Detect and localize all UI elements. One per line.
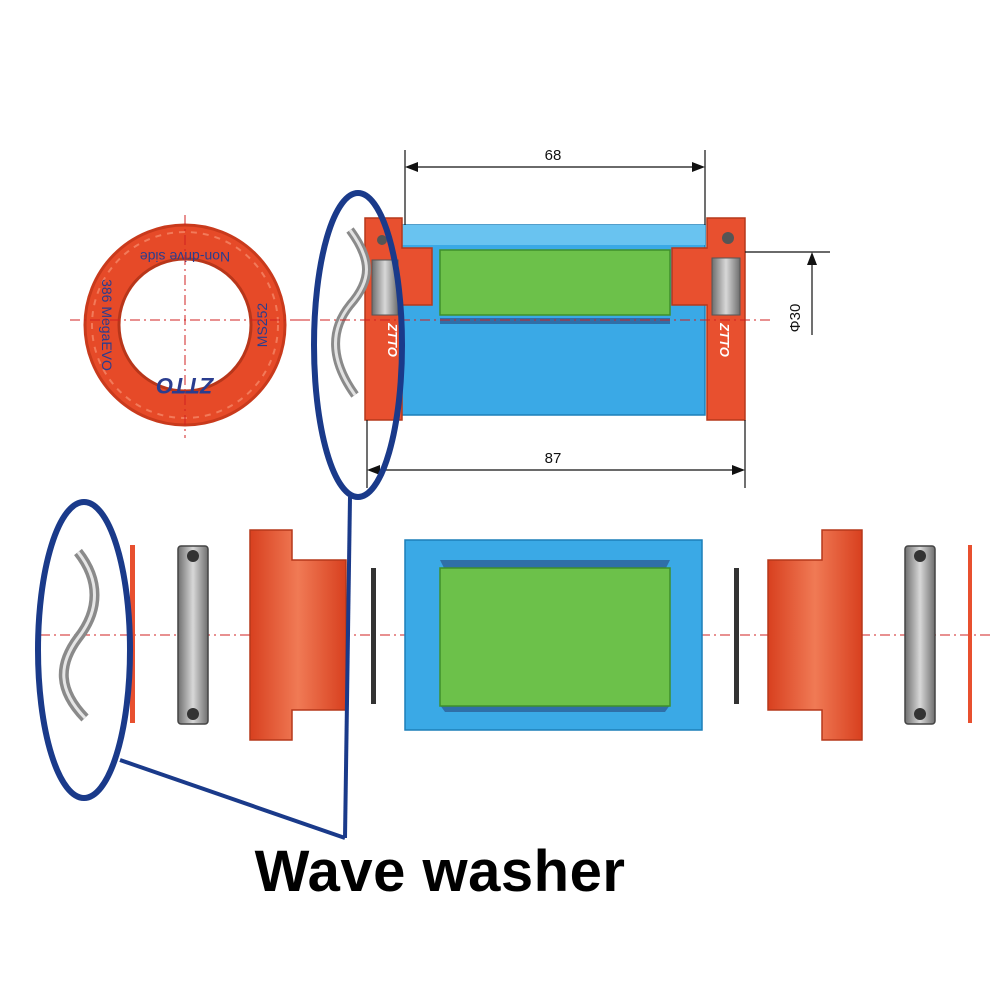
left-bearing <box>177 545 209 725</box>
left-o-ring <box>371 568 376 704</box>
spindle-divider <box>440 318 670 324</box>
right-bearing <box>904 545 936 725</box>
left-cup-brand: ZTTO <box>385 322 400 357</box>
right-shim <box>968 545 972 723</box>
left-bearing-ball <box>377 235 387 245</box>
lockring-right-text: MS252 <box>254 303 270 348</box>
right-bearing-ball-top <box>914 550 926 562</box>
dimensions: 68 87 Φ30 <box>366 147 830 488</box>
callout-leader-assembled <box>343 496 352 839</box>
right-bearing-ball-bottom <box>914 708 926 720</box>
dim-68-label: 68 <box>545 147 562 164</box>
shell-top-band <box>400 225 705 245</box>
dim-87-arrow-right <box>732 465 745 475</box>
assembled-view: ZTTO ZTTO <box>300 217 770 421</box>
wave-washer-exploded-highlight <box>62 551 96 720</box>
dim-87-arrow-left <box>367 465 380 475</box>
callout-ellipse-exploded <box>35 499 133 801</box>
lockring-left-text: 386 MegaEVO <box>99 279 115 371</box>
callout-ellipse-assembled <box>311 190 405 500</box>
spindle-assembled <box>439 249 671 316</box>
dim-dia-arrow <box>807 252 817 265</box>
left-bearing-ball-bottom <box>187 708 199 720</box>
right-bearing-ball <box>722 232 734 244</box>
right-o-ring <box>734 568 739 704</box>
wave-washer-caption: Wave washer <box>254 839 626 904</box>
dim-68-arrow-right <box>692 162 705 172</box>
dim-dia-label: Φ30 <box>787 304 804 333</box>
dim-68-arrow-left <box>405 162 418 172</box>
right-bearing-assembled <box>711 257 741 316</box>
wave-washer-assembled-highlight <box>334 229 368 396</box>
callouts <box>35 190 405 840</box>
left-cup <box>249 529 347 741</box>
dim-87-label: 87 <box>545 450 562 467</box>
callout-leader-exploded <box>119 758 346 840</box>
spindle <box>439 567 671 707</box>
lockring: Non-drive side 386 MegaEVO MS252 ZTTO <box>70 215 300 438</box>
right-cup-brand: ZTTO <box>717 322 732 357</box>
left-bearing-ball-top <box>187 550 199 562</box>
exploded-view <box>40 529 990 741</box>
right-cup <box>767 529 863 741</box>
